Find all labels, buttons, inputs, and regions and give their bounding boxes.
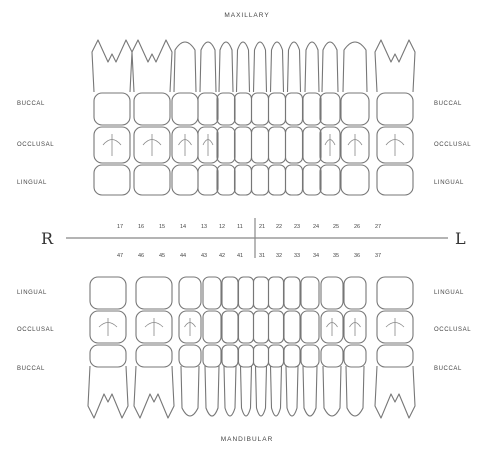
tooth-canine: [301, 277, 319, 416]
lower-tooth-number: 31: [259, 253, 265, 259]
tooth-molar: [375, 277, 415, 418]
lower-tooth-number: 46: [138, 253, 144, 259]
upper-left-label-buccal: BUCCAL: [17, 101, 45, 107]
tooth-incisor: [222, 277, 238, 416]
lower-right-label-occlusal: OCCLUSAL: [434, 327, 471, 333]
lower-tooth-number: 36: [354, 253, 360, 259]
upper-tooth-number: 22: [276, 224, 282, 230]
maxillary-teeth: [92, 40, 415, 195]
lower-tooth-numbers: 47 46 45 44 43 42 41 31 32 33 34 35 36 37: [117, 253, 381, 259]
upper-right-label-occlusal: OCCLUSAL: [434, 142, 471, 148]
lower-tooth-number: 41: [237, 253, 243, 259]
maxillary-title: MAXILLARY: [224, 12, 269, 19]
tooth-molar: [132, 40, 172, 195]
side-marker-left: L: [455, 229, 466, 248]
upper-right-label-lingual: LINGUAL: [434, 180, 464, 186]
upper-right-label-buccal: BUCCAL: [434, 101, 462, 107]
lower-left-label-lingual: LINGUAL: [17, 290, 47, 296]
tooth-premolar: [320, 42, 340, 195]
tooth-premolar: [341, 42, 369, 195]
upper-tooth-number: 11: [237, 224, 243, 230]
upper-left-label-occlusal: OCCLUSAL: [17, 142, 54, 148]
lower-tooth-number: 35: [333, 253, 339, 259]
lower-tooth-number: 34: [313, 253, 319, 259]
mandibular-title: MANDIBULAR: [221, 436, 274, 443]
tooth-incisor: [284, 277, 300, 416]
upper-tooth-number: 14: [180, 224, 186, 230]
lower-tooth-number: 45: [159, 253, 165, 259]
tooth-premolar: [172, 42, 198, 195]
tooth-incisor: [254, 277, 269, 416]
tooth-premolar: [344, 277, 366, 416]
upper-tooth-number: 16: [138, 224, 144, 230]
lower-tooth-number: 33: [294, 253, 300, 259]
lower-tooth-number: 47: [117, 253, 123, 259]
tooth-premolar: [179, 277, 201, 416]
lower-tooth-number: 42: [219, 253, 225, 259]
tooth-premolar: [321, 277, 343, 416]
tooth-premolar: [198, 42, 218, 195]
lower-right-label-lingual: LINGUAL: [434, 290, 464, 296]
upper-tooth-number: 21: [259, 224, 265, 230]
upper-tooth-number: 23: [294, 224, 300, 230]
lower-tooth-number: 32: [276, 253, 282, 259]
tooth-incisor: [252, 42, 269, 195]
upper-tooth-number: 12: [219, 224, 225, 230]
tooth-molar: [375, 40, 415, 195]
lower-tooth-number: 44: [180, 253, 186, 259]
tooth-molar: [92, 40, 132, 195]
tooth-incisor: [239, 277, 254, 416]
tooth-canine: [303, 42, 321, 195]
tooth-incisor: [269, 277, 284, 416]
upper-tooth-number: 25: [333, 224, 339, 230]
mandibular-teeth: [88, 277, 415, 418]
upper-tooth-number: 15: [159, 224, 165, 230]
lower-left-label-buccal: BUCCAL: [17, 366, 45, 372]
tooth-molar: [88, 277, 128, 418]
upper-tooth-number: 17: [117, 224, 123, 230]
tooth-molar: [134, 277, 174, 418]
tooth-incisor: [286, 42, 303, 195]
upper-tooth-number: 24: [313, 224, 319, 230]
upper-tooth-number: 26: [354, 224, 360, 230]
upper-tooth-number: 27: [375, 224, 381, 230]
upper-tooth-number: 13: [201, 224, 207, 230]
tooth-canine: [217, 42, 235, 195]
lower-right-label-buccal: BUCCAL: [434, 366, 462, 372]
side-marker-right: R: [41, 229, 54, 248]
tooth-canine: [203, 277, 221, 416]
lower-tooth-number: 37: [375, 253, 381, 259]
lower-left-label-occlusal: OCCLUSAL: [17, 327, 54, 333]
upper-tooth-numbers: 17 16 15 14 13 12 11 21 22 23 24 25 26 27: [117, 224, 381, 230]
upper-left-label-lingual: LINGUAL: [17, 180, 47, 186]
lower-tooth-number: 43: [201, 253, 207, 259]
tooth-incisor: [269, 42, 286, 195]
tooth-incisor: [235, 42, 252, 195]
